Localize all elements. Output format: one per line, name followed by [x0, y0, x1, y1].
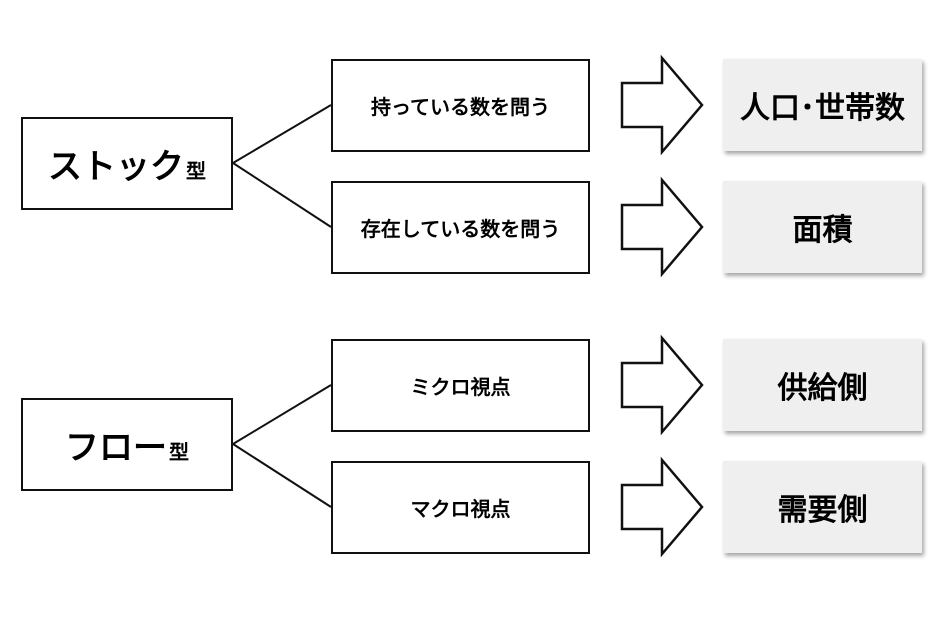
stock-branch-owned-box: 持っている数を問う [331, 59, 590, 152]
stock-branch-existing-label: 存在している数を問う [360, 217, 561, 241]
result-supply-side: 供給側 [723, 339, 922, 431]
result-population-households-label: 人口･世帯数 [740, 91, 905, 126]
flow-branch-micro-label: ミクロ視点 [410, 375, 511, 399]
flow-branch-macro-label: マクロ視点 [410, 497, 511, 521]
flow-type-box: フロー 型 [21, 398, 233, 491]
result-demand-side: 需要側 [723, 461, 922, 553]
flow-branch-macro-box: マクロ視点 [331, 461, 590, 554]
arrow-right-icon [620, 456, 704, 558]
stock-connector-lower [232, 162, 332, 228]
flow-connector-upper [232, 384, 332, 445]
stock-branch-owned-label: 持っている数を問う [371, 95, 550, 119]
stock-branch-existing-box: 存在している数を問う [331, 181, 590, 274]
flow-connector-lower [232, 443, 332, 508]
flow-type-suffix: 型 [169, 440, 189, 464]
stock-type-box: ストック 型 [21, 117, 233, 210]
result-supply-side-label: 供給側 [777, 371, 868, 406]
arrow-right-icon [620, 176, 704, 278]
result-demand-side-label: 需要側 [777, 493, 868, 528]
result-area-label: 面積 [792, 213, 853, 248]
stock-type-label: ストック [48, 147, 184, 187]
arrow-right-icon [620, 334, 704, 436]
stock-type-suffix: 型 [186, 159, 206, 183]
arrow-right-icon [620, 54, 704, 156]
flow-type-label: フロー [65, 428, 167, 468]
result-population-households: 人口･世帯数 [723, 59, 922, 151]
flow-branch-micro-box: ミクロ視点 [331, 339, 590, 432]
result-area: 面積 [723, 181, 922, 273]
stock-connector-upper [232, 104, 332, 164]
